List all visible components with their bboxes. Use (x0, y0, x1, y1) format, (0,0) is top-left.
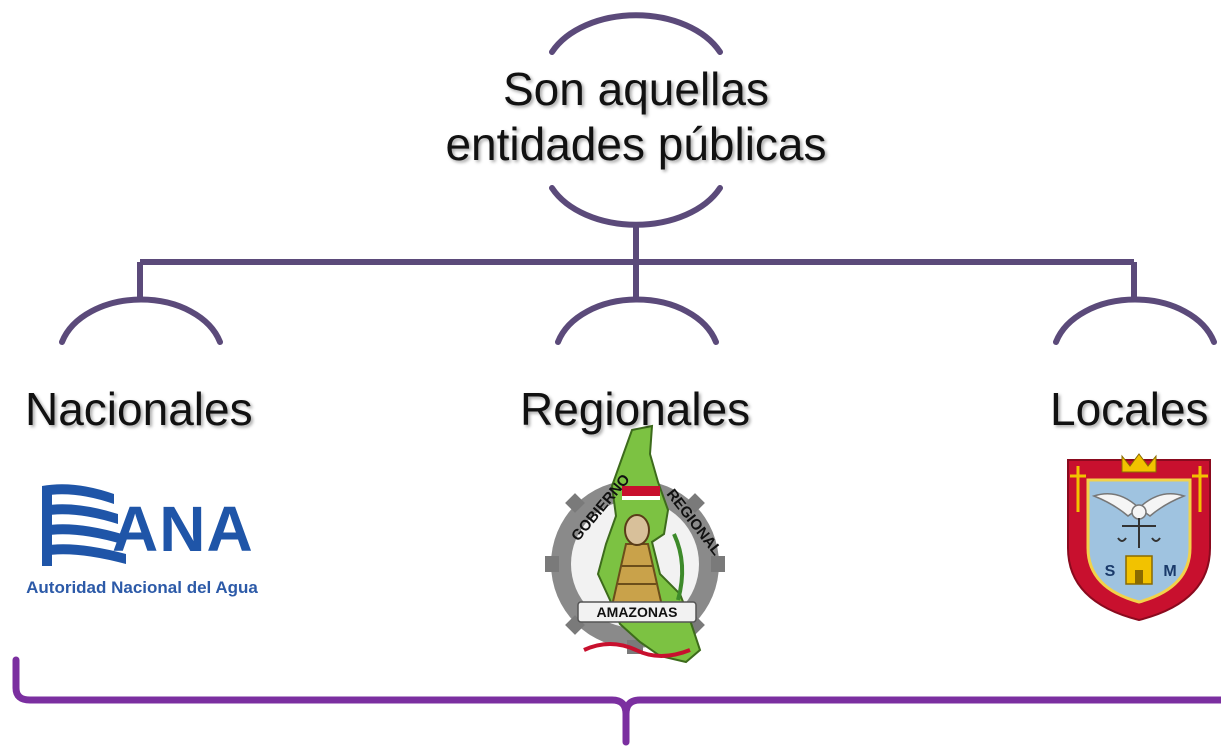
arc-regionales (555, 296, 719, 345)
ana-logo: ANA Autoridad Nacional del Agua (12, 478, 272, 608)
arc-locales (1053, 296, 1217, 345)
bottom-bracket (12, 656, 1221, 746)
arc-nacionales (59, 296, 223, 345)
crown-icon (1121, 453, 1157, 473)
root-line-2: entidades públicas (445, 118, 827, 170)
eagle-icon (1091, 493, 1187, 517)
root-arc-top (549, 12, 723, 55)
branch-label-regionales: Regionales (520, 383, 751, 435)
ana-full-name: Autoridad Nacional del Agua (26, 578, 258, 597)
root-line-1: Son aquellas (503, 63, 769, 115)
amazonas-banner-text: AMAZONAS (597, 604, 678, 620)
branch-label-nacionales: Nacionales (25, 383, 253, 435)
crest-letter-m: M (1163, 563, 1176, 580)
ana-waves-icon (42, 484, 126, 566)
branch-label-locales: Locales (1050, 383, 1209, 435)
root-arc-bottom (549, 185, 723, 228)
root-node-text: Son aquellas entidades públicas (430, 62, 842, 172)
ana-abbreviation: ANA (112, 493, 254, 565)
gobierno-regional-amazonas-logo: GOBIERNO REGIONAL AMAZONAS (540, 424, 730, 668)
crest-letter-s: S (1105, 563, 1116, 580)
municipal-crest-logo: S M (1058, 452, 1220, 622)
